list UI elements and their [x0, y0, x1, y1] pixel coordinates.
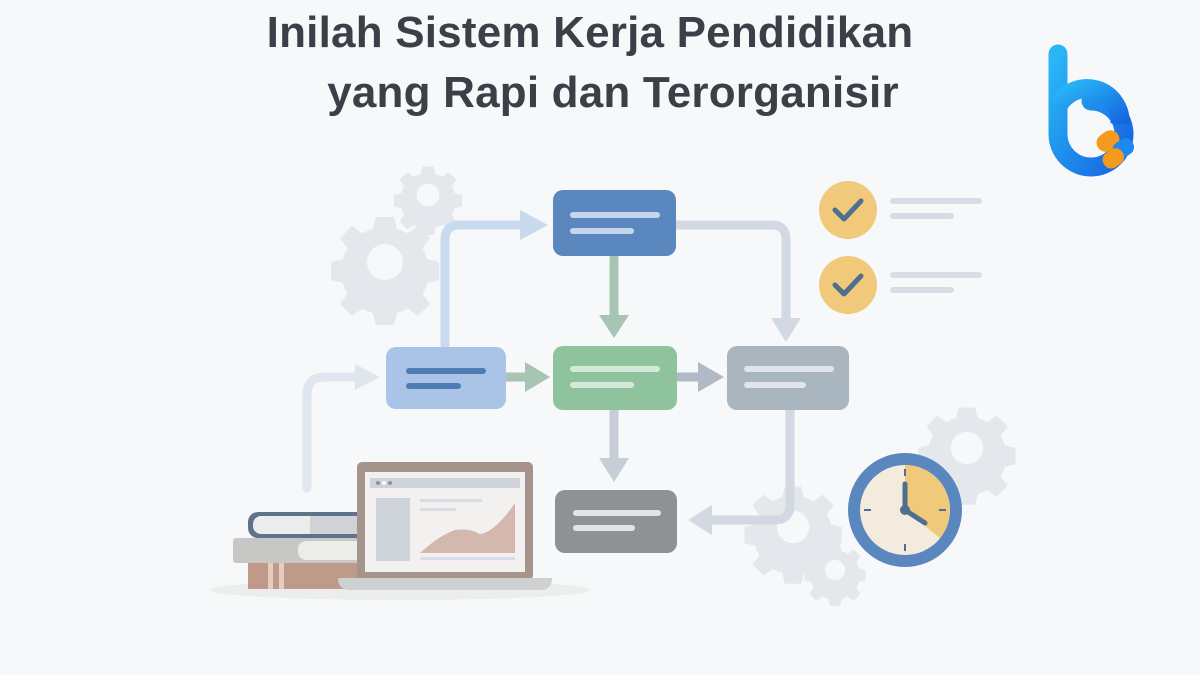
flow-node-bottom: [555, 490, 677, 553]
clock-icon: [848, 453, 962, 567]
flow-node-middle: [553, 346, 677, 410]
laptop-icon: [338, 462, 552, 590]
page-title-line-1: Inilah Sistem Kerja Pendidikan: [266, 8, 914, 57]
check-icon: [832, 198, 864, 222]
page-title-line-2: yang Rapi dan Terorganisir: [327, 68, 899, 117]
check-icon: [832, 273, 864, 297]
gear-icon: [804, 544, 866, 606]
checklist-icon: [819, 181, 982, 314]
gear-icon: [331, 217, 439, 325]
flow-node-top: [553, 190, 676, 256]
brand-logo: [1048, 44, 1135, 177]
books-icon: [233, 512, 368, 589]
flow-node-right: [727, 346, 849, 410]
flow-node-start: [386, 347, 506, 409]
